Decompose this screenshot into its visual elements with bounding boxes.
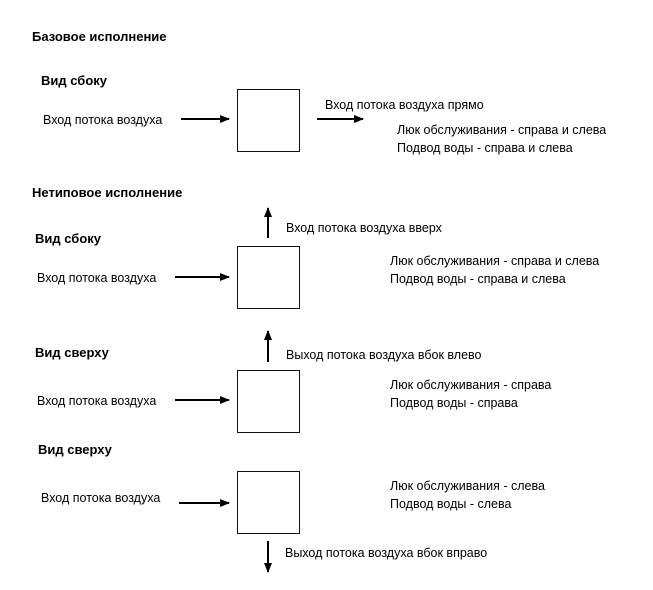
block-3-unit-box — [237, 370, 300, 433]
block-4-hatch-label: Люк обслуживания - слева — [390, 479, 545, 493]
block-1-inlet-label: Вход потока воздуха — [43, 113, 163, 127]
block-4-unit-box — [237, 471, 300, 534]
block-1-water-label: Подвод воды - справа и слева — [397, 141, 573, 155]
block-4-outlet-label: Выход потока воздуха вбок вправо — [285, 546, 488, 560]
block-2-inlet-label: Вход потока воздуха — [37, 271, 157, 285]
block-2-heading: Вид сбоку — [35, 231, 102, 246]
block-3-outlet-label: Выход потока воздуха вбок влево — [286, 348, 482, 362]
block-3-inlet-label: Вход потока воздуха — [37, 394, 157, 408]
block-2-unit-box — [237, 246, 300, 309]
block-1-hatch-label: Люк обслуживания - справа и слева — [397, 123, 607, 137]
block-3-hatch-label: Люк обслуживания - справа — [390, 378, 552, 392]
section-title-custom: Нетиповое исполнение — [32, 185, 183, 200]
block-3-heading: Вид сверху — [35, 345, 109, 360]
block-2-hatch-label: Люк обслуживания - справа и слева — [390, 254, 600, 268]
block-4-heading: Вид сверху — [38, 442, 112, 457]
block-4-water-label: Подвод воды - слева — [390, 497, 512, 511]
block-1-heading: Вид сбоку — [41, 73, 108, 88]
block-1-unit-box — [237, 89, 300, 152]
block-1-outlet-label: Вход потока воздуха прямо — [325, 98, 484, 112]
section-title-base: Базовое исполнение — [32, 29, 167, 44]
block-3-water-label: Подвод воды - справа — [390, 396, 518, 410]
block-4-inlet-label: Вход потока воздуха — [41, 491, 161, 505]
block-2-water-label: Подвод воды - справа и слева — [390, 272, 566, 286]
block-2-outlet-label: Вход потока воздуха вверх — [286, 221, 442, 235]
